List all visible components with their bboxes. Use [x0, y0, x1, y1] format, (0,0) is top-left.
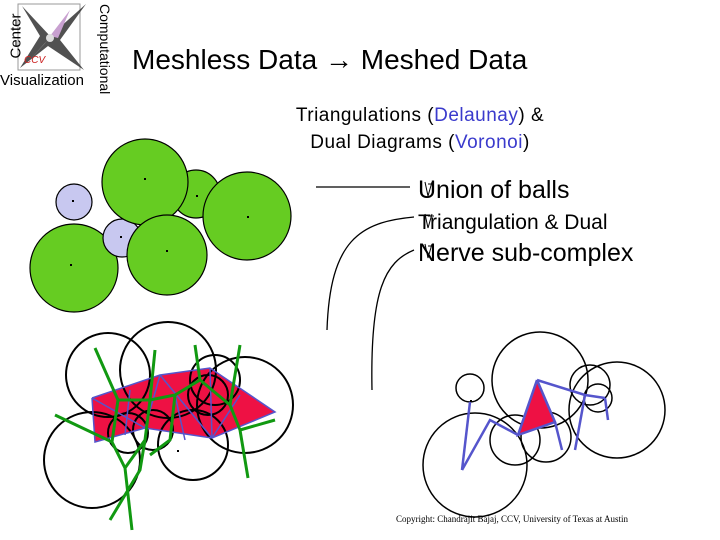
bullet-triangulation-dual: Triangulation & Dual — [418, 211, 608, 235]
ball — [126, 214, 208, 296]
arrow-bullet-icon — [424, 213, 434, 229]
subtitle-line-2: Dual Diagrams (Voronoi) — [250, 129, 590, 156]
subtitle-text: ) & — [518, 105, 545, 126]
nerve-subcomplex — [422, 331, 666, 518]
page-title: Meshless Data → Meshed Data — [132, 44, 527, 76]
title-left: Meshless Data — [132, 44, 318, 75]
copyright-notice: Copyright: Chandrajit Bajaj, CCV, Univer… — [396, 514, 629, 524]
connector-curve-1 — [326, 216, 415, 331]
bullet-nerve-subcomplex: Nerve sub-complex — [418, 239, 633, 268]
bullet-union-of-balls: Union of balls — [418, 176, 569, 205]
logo-mark: CCV — [24, 55, 46, 66]
subtitle: Triangulations (Delaunay) & Dual Diagram… — [250, 102, 590, 156]
delaunay-term: Delaunay — [434, 105, 519, 126]
subtitle-text: Triangulations ( — [295, 105, 435, 126]
delaunay-voronoi-diagram — [43, 321, 294, 531]
subtitle-text: ) — [522, 132, 530, 153]
bullet-text: Union of balls — [418, 176, 570, 204]
union-of-balls — [29, 138, 292, 313]
voronoi-term: Voronoi — [454, 132, 523, 153]
nerve-triangle — [518, 380, 555, 435]
ball — [101, 138, 189, 226]
ccv-logo: Center Computational CCV Visualization — [0, 0, 113, 100]
subtitle-text: Dual Diagrams ( — [310, 132, 455, 153]
arrow-bullet-icon — [424, 181, 434, 197]
logo-word-visualization: Visualization — [0, 72, 84, 89]
logo-star-icon — [17, 3, 86, 71]
subtitle-line-1: Triangulations (Delaunay) & — [250, 102, 590, 129]
title-right: Meshed Data — [360, 44, 528, 75]
bullet-text: Triangulation & Dual — [418, 211, 608, 234]
ball — [29, 223, 119, 313]
bullet-text: Nerve sub-complex — [418, 239, 634, 267]
connector-curve-2 — [371, 249, 415, 391]
arrow-bullet-icon — [424, 243, 434, 259]
title-arrow-icon: → — [324, 44, 353, 75]
